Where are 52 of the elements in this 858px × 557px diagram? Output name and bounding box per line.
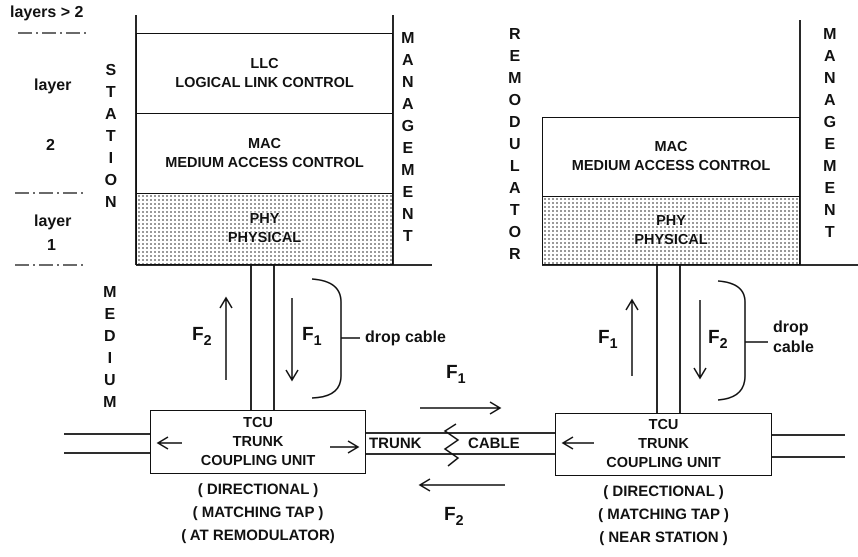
- cable-line: [250, 264, 275, 411]
- box-title: LLC: [250, 54, 279, 74]
- text-label: layers > 2: [10, 3, 84, 23]
- text-label: 1: [47, 236, 56, 256]
- box-title: PHY: [656, 212, 686, 230]
- text-label: layer: [34, 212, 72, 232]
- box-title: MAC: [654, 138, 688, 157]
- layer-box-dotted: [542, 196, 800, 265]
- text-label: layer: [34, 76, 72, 96]
- coupling-unit-box: [555, 413, 772, 476]
- frequency-label: F$_{1}$: [302, 323, 322, 351]
- cable-line: [771, 434, 846, 458]
- node-caption: ( NEAR STATION ): [599, 528, 728, 548]
- vertical-label: MANAGEMENT: [401, 29, 415, 247]
- node-caption: ( DIRECTIONAL ): [198, 480, 318, 500]
- text-label: drop cable: [365, 328, 446, 348]
- frequency-label: F$_{1}$: [598, 326, 618, 354]
- node-caption: ( MATCHING TAP ): [192, 503, 324, 523]
- box-text: MEDIUM ACCESS CONTROL: [572, 157, 770, 176]
- box-text: PHYSICAL: [228, 229, 302, 248]
- vertical-label: MEDIUM: [103, 283, 117, 413]
- vertical-label: MANAGEMENT: [823, 25, 837, 243]
- box-text: COUPLING UNIT: [200, 452, 316, 470]
- frequency-label: F$_{2}$: [444, 503, 464, 531]
- frequency-label: F$_{2}$: [192, 323, 212, 351]
- node-caption: ( DIRECTIONAL ): [603, 482, 724, 502]
- vertical-label: STATION: [104, 61, 118, 213]
- node-caption: ( MATCHING TAP ): [598, 505, 729, 525]
- box-title: MAC: [248, 134, 282, 154]
- coupling-unit-box: [150, 410, 366, 474]
- text-label: CABLE: [468, 434, 520, 454]
- box-title: PHY: [250, 210, 280, 229]
- text-label: 2: [46, 136, 55, 156]
- layer-box: [136, 33, 393, 114]
- box-title: TCU: [243, 414, 273, 432]
- box-text: COUPLING UNIT: [606, 454, 721, 473]
- cable-line: [63, 433, 151, 454]
- box-text: MEDIUM ACCESS CONTROL: [165, 154, 364, 172]
- layer-box-dotted: [136, 193, 393, 265]
- cable-line: [656, 264, 681, 414]
- box-text: TRUNK: [232, 432, 284, 452]
- box-text: LOGICAL LINK CONTROL: [175, 74, 354, 92]
- box-text: PHYSICAL: [634, 230, 708, 250]
- vertical-label: REMODULATOR: [508, 25, 522, 265]
- frequency-label: F$_{2}$: [708, 326, 728, 354]
- text-label: drop cable: [773, 318, 815, 358]
- node-caption: ( AT REMODULATOR): [181, 526, 335, 546]
- box-title: TCU: [648, 416, 678, 435]
- box-text: TRUNK: [638, 435, 689, 454]
- text-label: TRUNK: [369, 434, 422, 454]
- cable-line: [365, 432, 556, 455]
- frequency-label: F$_{1}$: [446, 361, 466, 389]
